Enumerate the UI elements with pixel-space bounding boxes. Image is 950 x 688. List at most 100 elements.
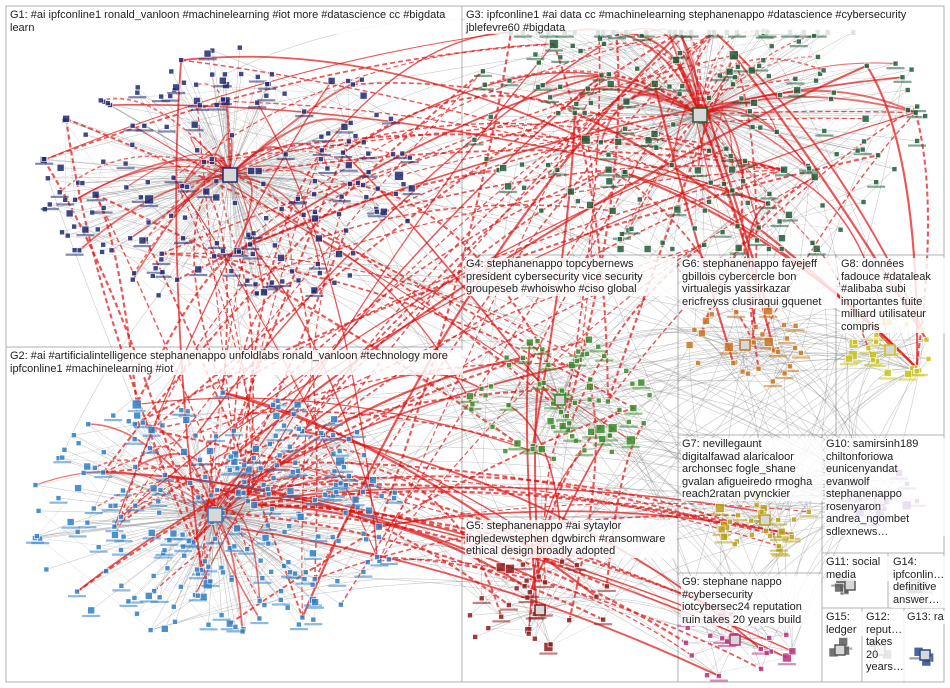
node-caption (213, 396, 232, 399)
graph-node (260, 288, 268, 297)
graph-node (193, 81, 199, 88)
within-group-edge (641, 35, 783, 239)
graph-node (720, 533, 728, 541)
node-caption (621, 445, 640, 449)
within-group-edge (699, 114, 705, 245)
graph-node (162, 472, 168, 478)
cross-group-edge (378, 502, 809, 528)
node-caption (164, 538, 183, 541)
graph-node (110, 412, 117, 419)
node-caption (799, 515, 818, 518)
graph-node (145, 219, 152, 226)
node-caption (624, 412, 643, 415)
graph-node (152, 265, 159, 272)
graph-node (273, 462, 280, 469)
cross-group-edge (527, 409, 621, 634)
graph-node (62, 114, 70, 123)
within-group-edge (613, 31, 701, 116)
graph-node (738, 95, 745, 102)
within-group-edge (175, 87, 236, 204)
graph-node (74, 484, 82, 492)
graph-node (118, 514, 124, 520)
graph-node (112, 502, 119, 509)
graph-node (132, 502, 139, 509)
graph-node (363, 194, 370, 201)
graph-node (525, 630, 532, 637)
cross-group-edge (254, 503, 732, 615)
graph-node (161, 547, 168, 554)
node-caption (513, 35, 532, 38)
graph-node (595, 424, 606, 434)
within-group-edge (618, 114, 701, 143)
node-caption (229, 255, 248, 258)
graph-node (640, 420, 647, 427)
graph-node (285, 559, 292, 565)
node-caption (645, 138, 664, 141)
graph-node (296, 513, 305, 521)
graph-node (197, 457, 203, 463)
node-caption (266, 439, 285, 442)
graph-node (899, 74, 906, 81)
cross-group-edge (229, 165, 343, 198)
within-group-edge (654, 31, 804, 135)
group-label-g6: G6: stephanenappo fayejeff gbillois cybe… (681, 258, 837, 308)
cross-group-edge (233, 279, 299, 431)
node-caption (178, 190, 197, 193)
node-caption (220, 473, 239, 476)
within-group-edge (214, 514, 222, 616)
graph-node (34, 533, 40, 539)
cross-group-edge (605, 422, 645, 587)
graph-node (793, 86, 801, 95)
hub-node (844, 579, 856, 591)
node-caption (111, 553, 130, 556)
graph-node (892, 60, 899, 67)
within-group-edge (214, 514, 282, 601)
graph-node (363, 536, 370, 543)
graph-node (338, 601, 344, 608)
node-caption (599, 158, 618, 161)
graph-node (376, 534, 382, 540)
graph-node (546, 417, 555, 426)
graph-node (272, 432, 279, 439)
graph-node (277, 254, 285, 262)
node-caption (226, 630, 245, 633)
node-caption (305, 294, 324, 298)
graph-node (719, 229, 726, 235)
graph-node (754, 237, 760, 244)
graph-node (360, 182, 367, 188)
within-group-edge (229, 174, 316, 213)
node-caption (615, 175, 634, 178)
inter-group-edge (275, 355, 929, 437)
graph-node (333, 489, 340, 495)
graph-node (345, 78, 351, 84)
graph-node (727, 153, 734, 159)
graph-node (773, 128, 780, 135)
graph-node (46, 201, 53, 208)
graph-node (229, 132, 235, 139)
graph-node (788, 647, 797, 656)
graph-node (659, 239, 666, 246)
inter-group-edge (291, 271, 723, 617)
cross-group-edge (196, 100, 236, 455)
within-group-edge (472, 399, 561, 405)
within-group-edge (699, 112, 916, 116)
graph-node (734, 244, 743, 252)
node-caption (520, 347, 539, 350)
cross-group-edge (100, 97, 231, 176)
graph-node (226, 619, 234, 628)
graph-node (364, 559, 371, 565)
graph-node (670, 121, 677, 128)
cross-group-edge (76, 364, 573, 593)
graph-node (278, 588, 284, 594)
graph-node (87, 606, 95, 615)
graph-node (629, 380, 636, 387)
cross-group-edge (699, 57, 824, 116)
graph-node (228, 268, 235, 274)
within-group-edge (147, 135, 232, 183)
graph-node (289, 268, 295, 275)
node-caption (786, 329, 805, 332)
graph-node (259, 575, 266, 581)
graph-node (870, 357, 876, 363)
graph-node (333, 481, 339, 488)
graph-node (179, 531, 186, 538)
